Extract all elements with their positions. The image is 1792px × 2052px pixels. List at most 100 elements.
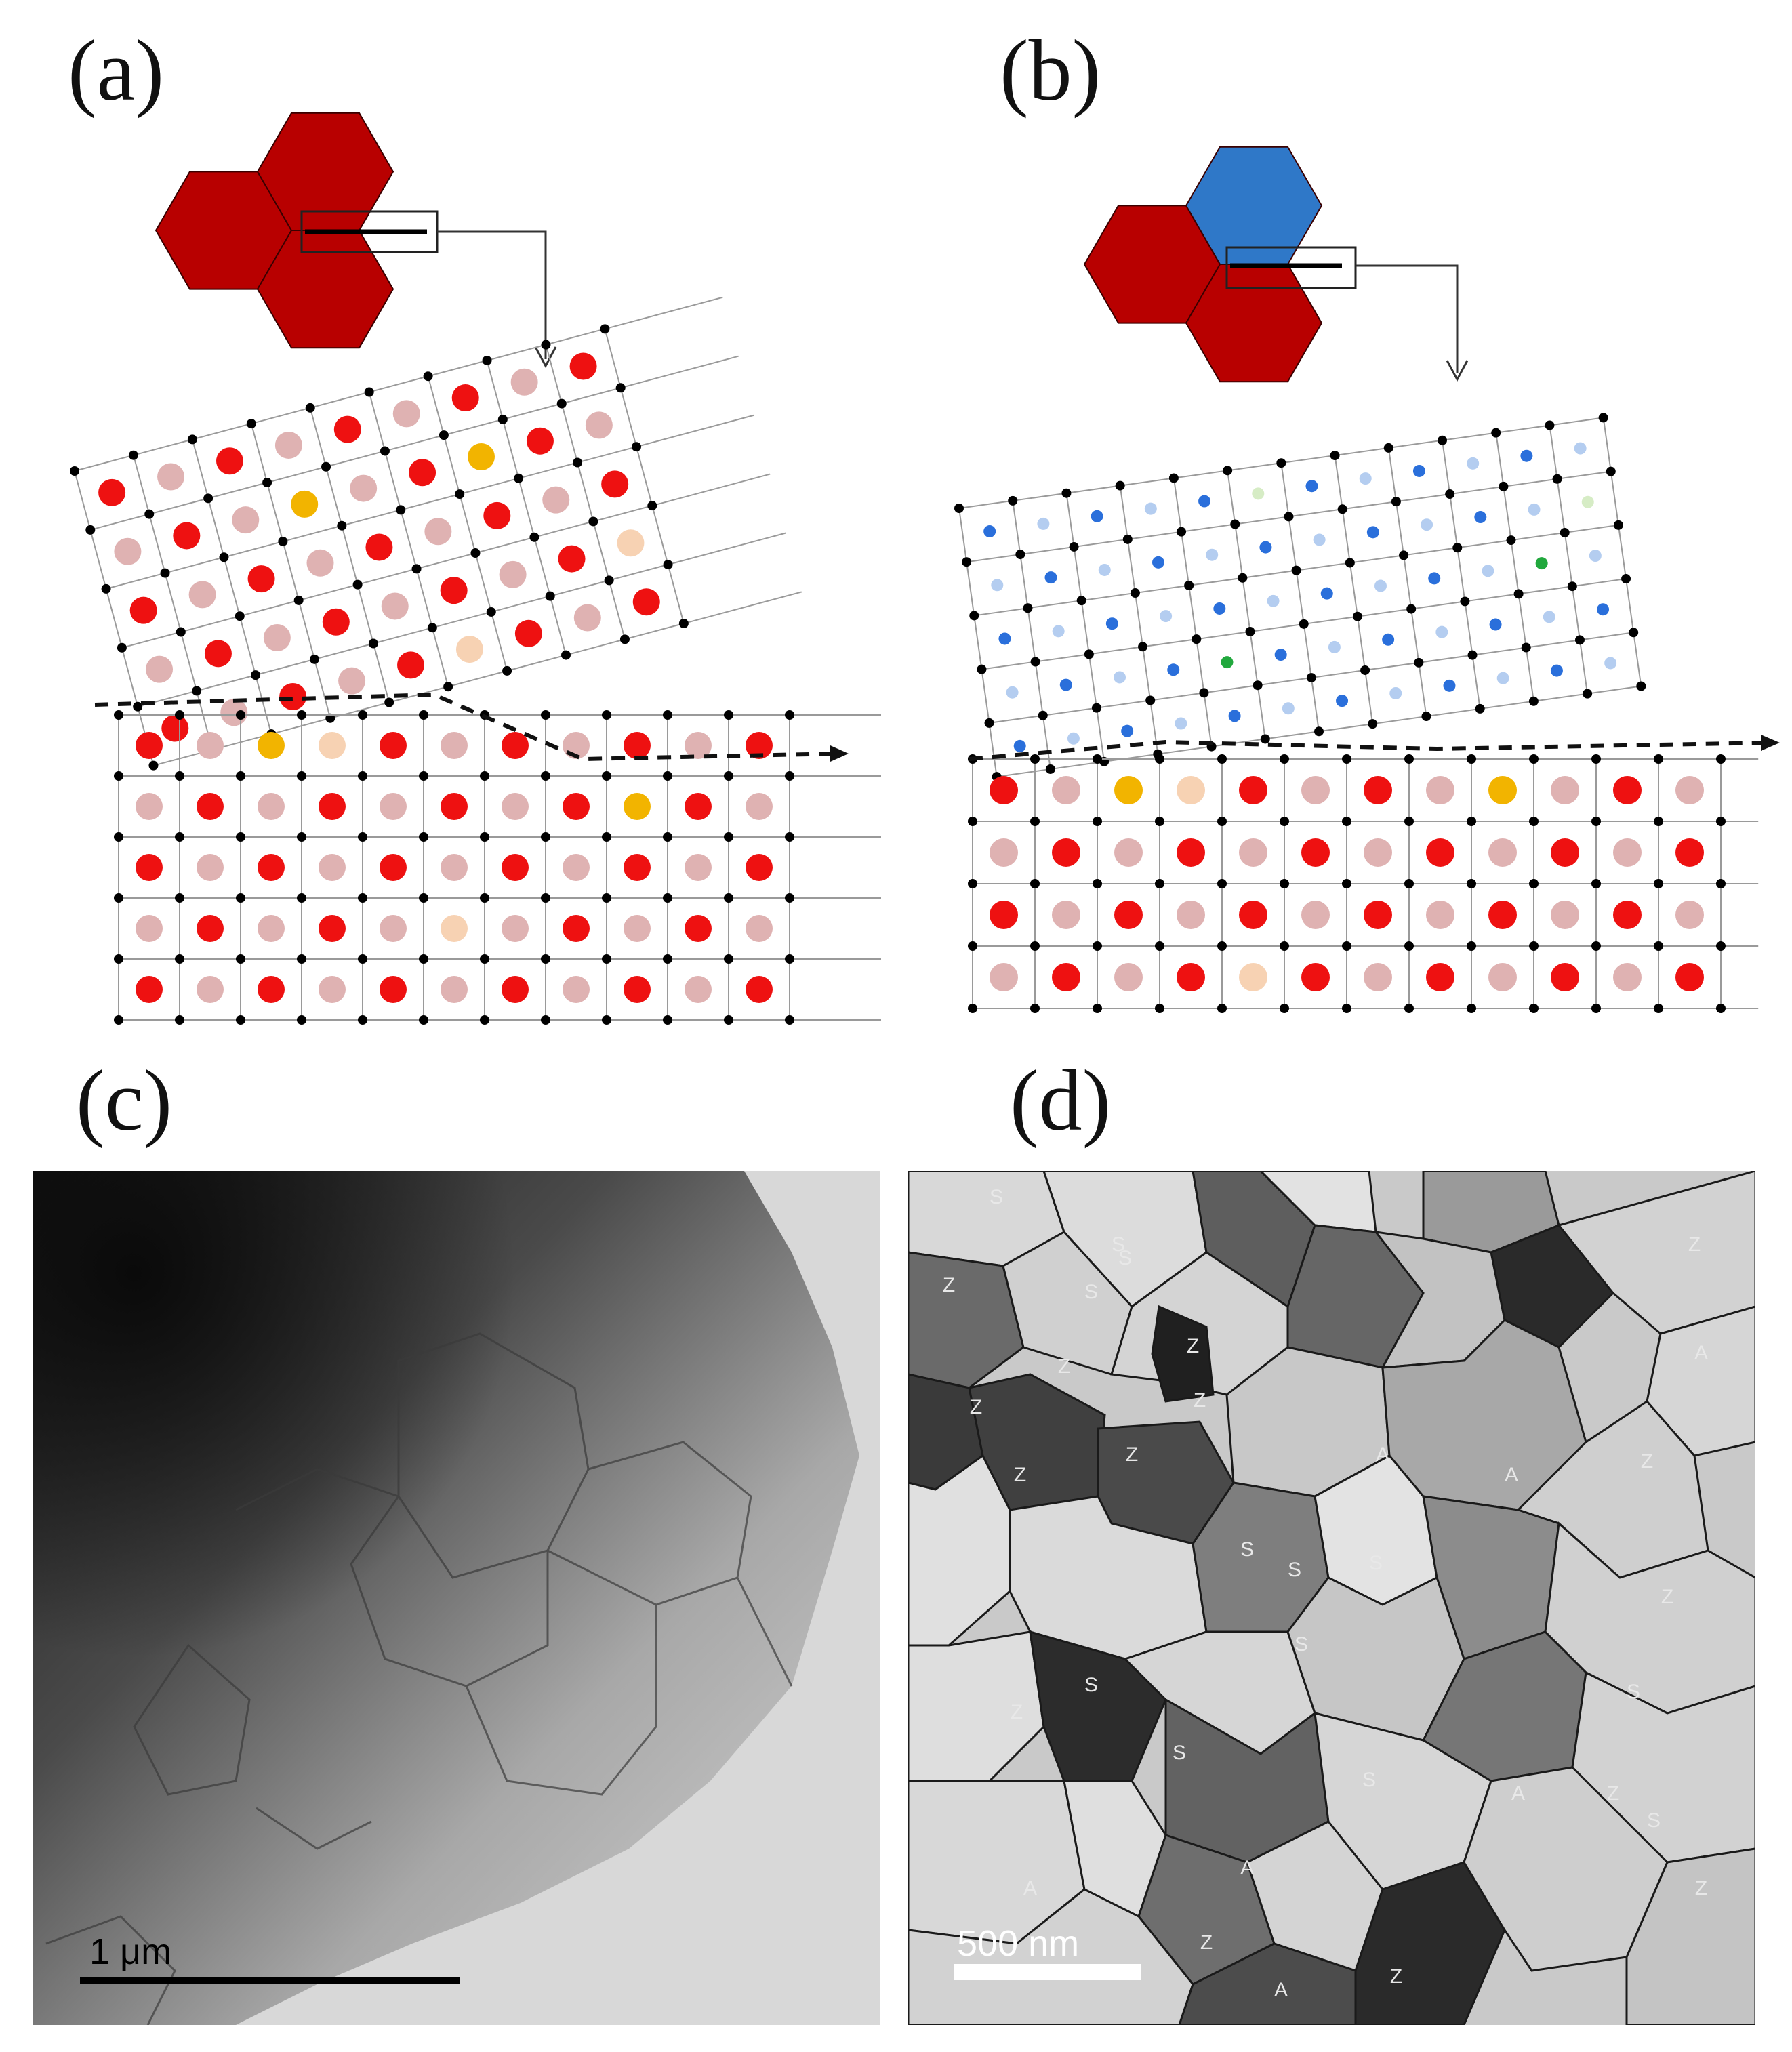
atom <box>526 427 554 455</box>
lattice-node <box>236 954 245 964</box>
lattice-node <box>1045 764 1055 774</box>
lattice-line <box>1549 425 1589 694</box>
lattice-node <box>1629 628 1639 638</box>
lattice-node <box>1314 726 1324 737</box>
lattice-node <box>724 1015 733 1025</box>
atom <box>1301 901 1330 929</box>
lattice-node <box>114 1015 123 1025</box>
grain-label: Z <box>970 1396 982 1418</box>
atom <box>136 915 163 942</box>
lattice-node <box>1284 512 1294 522</box>
atom <box>1489 618 1502 631</box>
lattice-node <box>724 954 733 964</box>
lattice-line <box>191 439 272 735</box>
lattice-node <box>968 879 977 888</box>
lattice-node <box>785 1015 794 1025</box>
lattice-node <box>1654 1004 1663 1013</box>
atom <box>624 915 651 942</box>
atom <box>1239 963 1267 991</box>
lattice-node <box>785 710 794 720</box>
lattice-node <box>236 771 245 781</box>
grain <box>908 1251 1025 1389</box>
lattice-node <box>1155 941 1164 951</box>
atom <box>502 976 529 1003</box>
atom <box>441 976 468 1003</box>
atom <box>136 854 163 881</box>
lattice-node <box>236 1015 245 1025</box>
lattice-line <box>250 423 331 719</box>
panel-b-label: (b) <box>1000 22 1101 119</box>
grain-label: S <box>1362 1769 1376 1791</box>
lattice-node <box>663 893 672 903</box>
atom <box>129 596 157 624</box>
atom <box>1551 901 1579 929</box>
lattice-node <box>480 954 489 964</box>
atom <box>1301 838 1330 867</box>
lattice-node <box>1406 604 1417 614</box>
atom <box>322 608 350 636</box>
lattice-node <box>969 611 979 621</box>
grain-boundary-dashed <box>94 692 841 762</box>
grain-label: S <box>1112 1233 1125 1256</box>
lattice-node <box>1654 879 1663 888</box>
lattice-node <box>1345 558 1355 568</box>
lattice-node <box>785 771 794 781</box>
atom <box>380 915 407 942</box>
lattice-node <box>502 665 512 676</box>
atom <box>746 915 773 942</box>
lattice-line <box>1334 455 1374 724</box>
atom <box>468 443 495 470</box>
lattice-node <box>1061 488 1072 498</box>
lattice-node <box>1030 754 1040 764</box>
lattice-node <box>1155 754 1164 764</box>
lattice-node <box>1528 696 1539 706</box>
lattice-node <box>724 832 733 842</box>
atom <box>573 604 601 632</box>
lattice-node <box>541 832 550 842</box>
lattice-node <box>647 501 657 511</box>
lattice-node <box>984 718 994 728</box>
atom <box>380 976 407 1003</box>
lattice-node <box>297 710 306 720</box>
atom <box>1305 480 1318 493</box>
lattice-node <box>1475 703 1485 714</box>
lattice-node <box>1155 879 1164 888</box>
lattice-node <box>358 832 367 842</box>
grain-boundary-dashed <box>969 739 1770 761</box>
atom <box>1177 963 1205 991</box>
atom <box>1098 563 1111 576</box>
grain-label: Z <box>943 1274 955 1296</box>
lattice-node <box>497 414 508 424</box>
lattice-node <box>1223 466 1233 476</box>
grain-label: S <box>1084 1281 1098 1303</box>
atom <box>350 474 378 502</box>
atom <box>333 415 361 443</box>
grain-label: S <box>990 1186 1003 1208</box>
atom <box>990 901 1018 929</box>
upper-grain-lattice <box>70 296 802 771</box>
atom <box>188 581 216 609</box>
lattice-node <box>486 607 496 617</box>
lattice-node <box>724 710 733 720</box>
atom <box>1389 686 1402 699</box>
lattice-node <box>1342 879 1351 888</box>
grain-label: S <box>1240 1538 1254 1561</box>
lattice-node <box>144 509 155 519</box>
atom <box>1052 838 1080 867</box>
atom <box>1267 594 1280 607</box>
micrograph-c-grain-boundaries <box>45 1332 793 2025</box>
lattice-node <box>1491 428 1501 438</box>
grain-label: S <box>1627 1681 1640 1703</box>
lattice-node <box>573 457 583 468</box>
lattice-node <box>480 893 489 903</box>
lattice-node <box>1076 596 1086 606</box>
lattice-node <box>1342 754 1351 764</box>
atom <box>1488 901 1517 929</box>
atom <box>204 640 232 668</box>
atom <box>274 431 302 459</box>
lattice-node <box>1330 451 1340 461</box>
atom <box>258 976 285 1003</box>
atom <box>1114 671 1126 684</box>
grain-label: S <box>1084 1674 1098 1696</box>
